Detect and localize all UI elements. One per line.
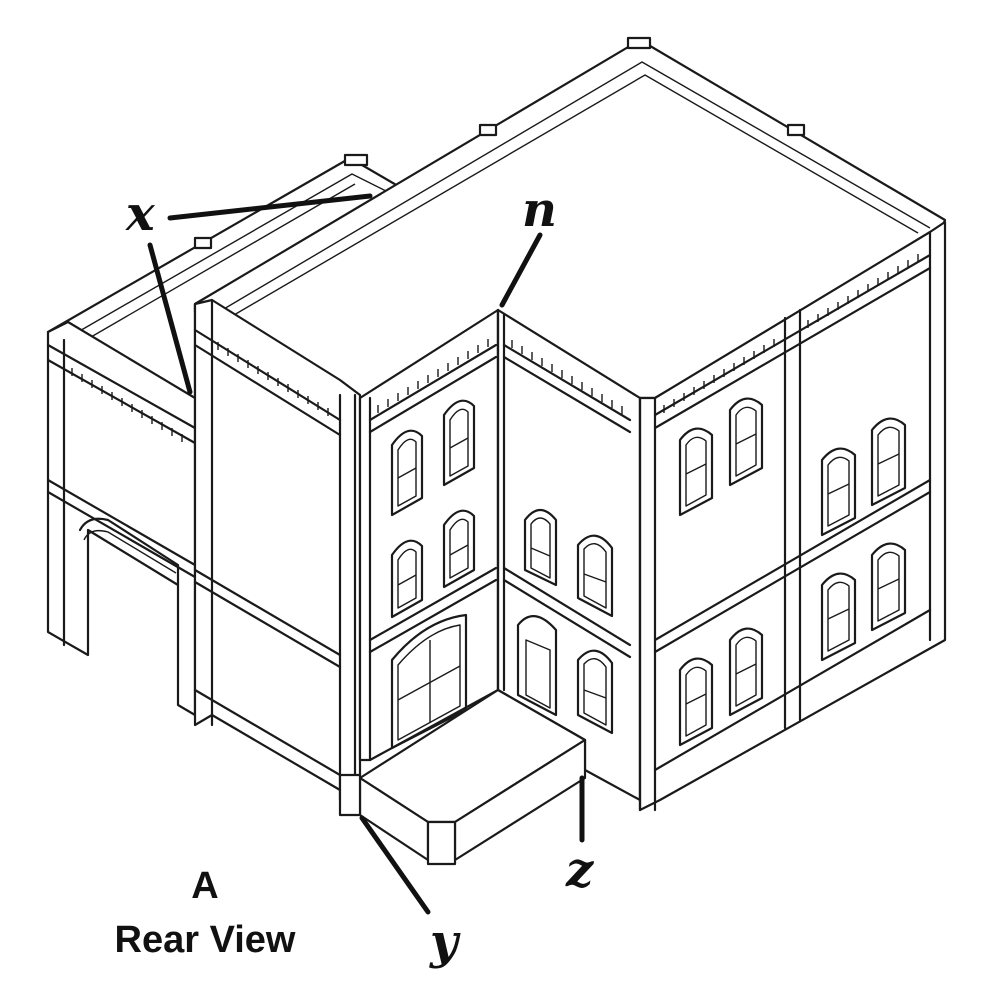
window <box>442 399 476 487</box>
window <box>870 542 907 632</box>
callout-x: x <box>125 186 156 242</box>
leader-lines <box>147 193 585 915</box>
window <box>390 539 424 619</box>
rear-door <box>516 615 558 717</box>
window <box>576 649 614 735</box>
double-door <box>390 613 468 750</box>
recess-left-wall <box>358 308 500 762</box>
callout-z: z <box>565 842 595 898</box>
leader-y <box>359 815 431 915</box>
window <box>523 508 558 587</box>
recess-left-face <box>358 308 500 762</box>
window <box>870 417 907 507</box>
window <box>820 572 857 662</box>
view-letter: A <box>191 865 218 907</box>
leader-x-roof <box>167 193 373 221</box>
leader-x-wall <box>147 242 193 395</box>
main-left-wall <box>193 298 362 812</box>
wing-front-wall <box>46 320 197 717</box>
rear-wing <box>46 156 400 717</box>
window <box>390 429 424 517</box>
window <box>820 447 857 537</box>
main-right-wall <box>638 220 947 812</box>
window <box>678 427 714 517</box>
window <box>678 657 714 747</box>
window <box>442 509 476 589</box>
callout-y: y <box>429 914 461 970</box>
callout-n: n <box>522 182 557 238</box>
loading-platform <box>338 688 587 866</box>
right-wall-face <box>638 220 947 812</box>
window <box>576 534 614 618</box>
view-name: Rear View <box>115 919 296 961</box>
leader-n <box>499 232 543 308</box>
window <box>728 627 764 717</box>
window <box>728 397 764 487</box>
